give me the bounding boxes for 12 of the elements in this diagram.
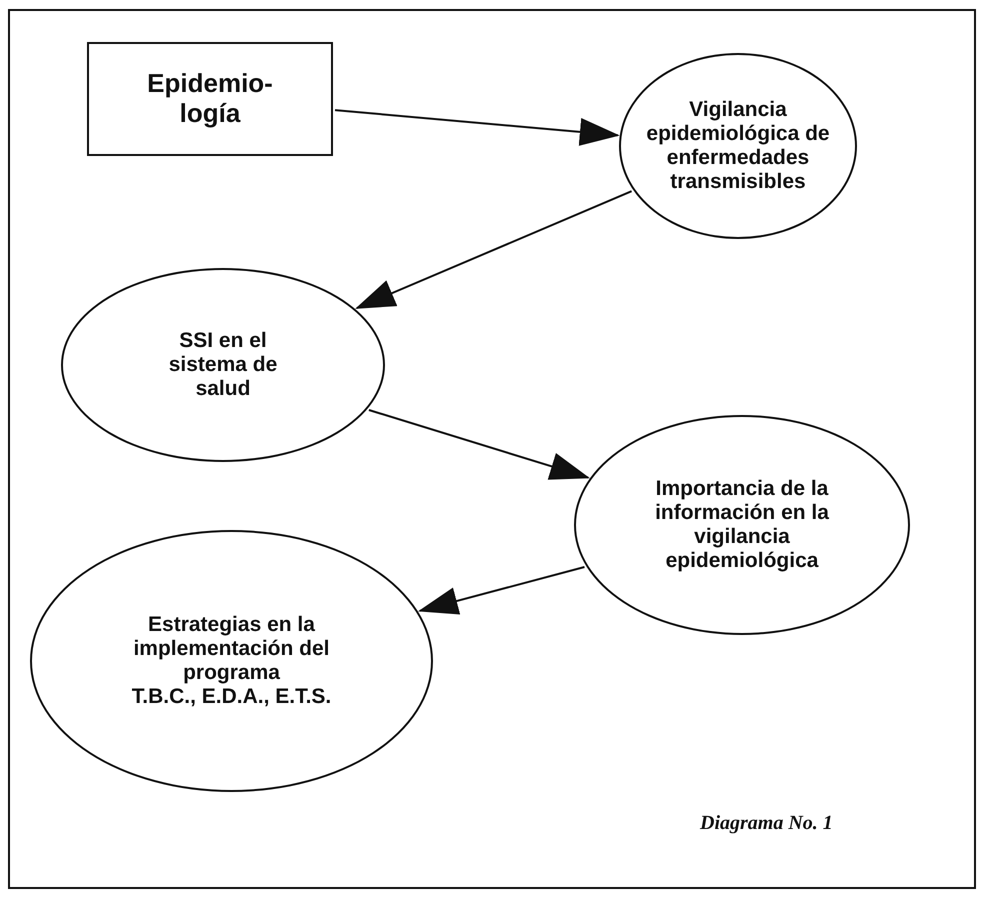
process-box <box>87 42 333 156</box>
node-text: T.B.C., E.D.A., E.T.S. <box>130 685 332 710</box>
arrow <box>355 190 632 310</box>
node-text: Estrategias en la implementación del programa <box>132 612 331 686</box>
node-text: Epidemio-logía <box>146 69 274 129</box>
node-text: SSI en el sistema de salud <box>168 328 278 402</box>
node-text: Vigilancia epidemiológica de enfermedades transmisibles <box>645 98 831 194</box>
arrow <box>418 566 585 615</box>
caption: Diagrama No. 1 <box>700 812 833 835</box>
arrow <box>334 109 620 146</box>
node-text: Importancia de la información en la vigilancia epidemiológica <box>654 476 830 574</box>
arrow <box>368 409 590 480</box>
